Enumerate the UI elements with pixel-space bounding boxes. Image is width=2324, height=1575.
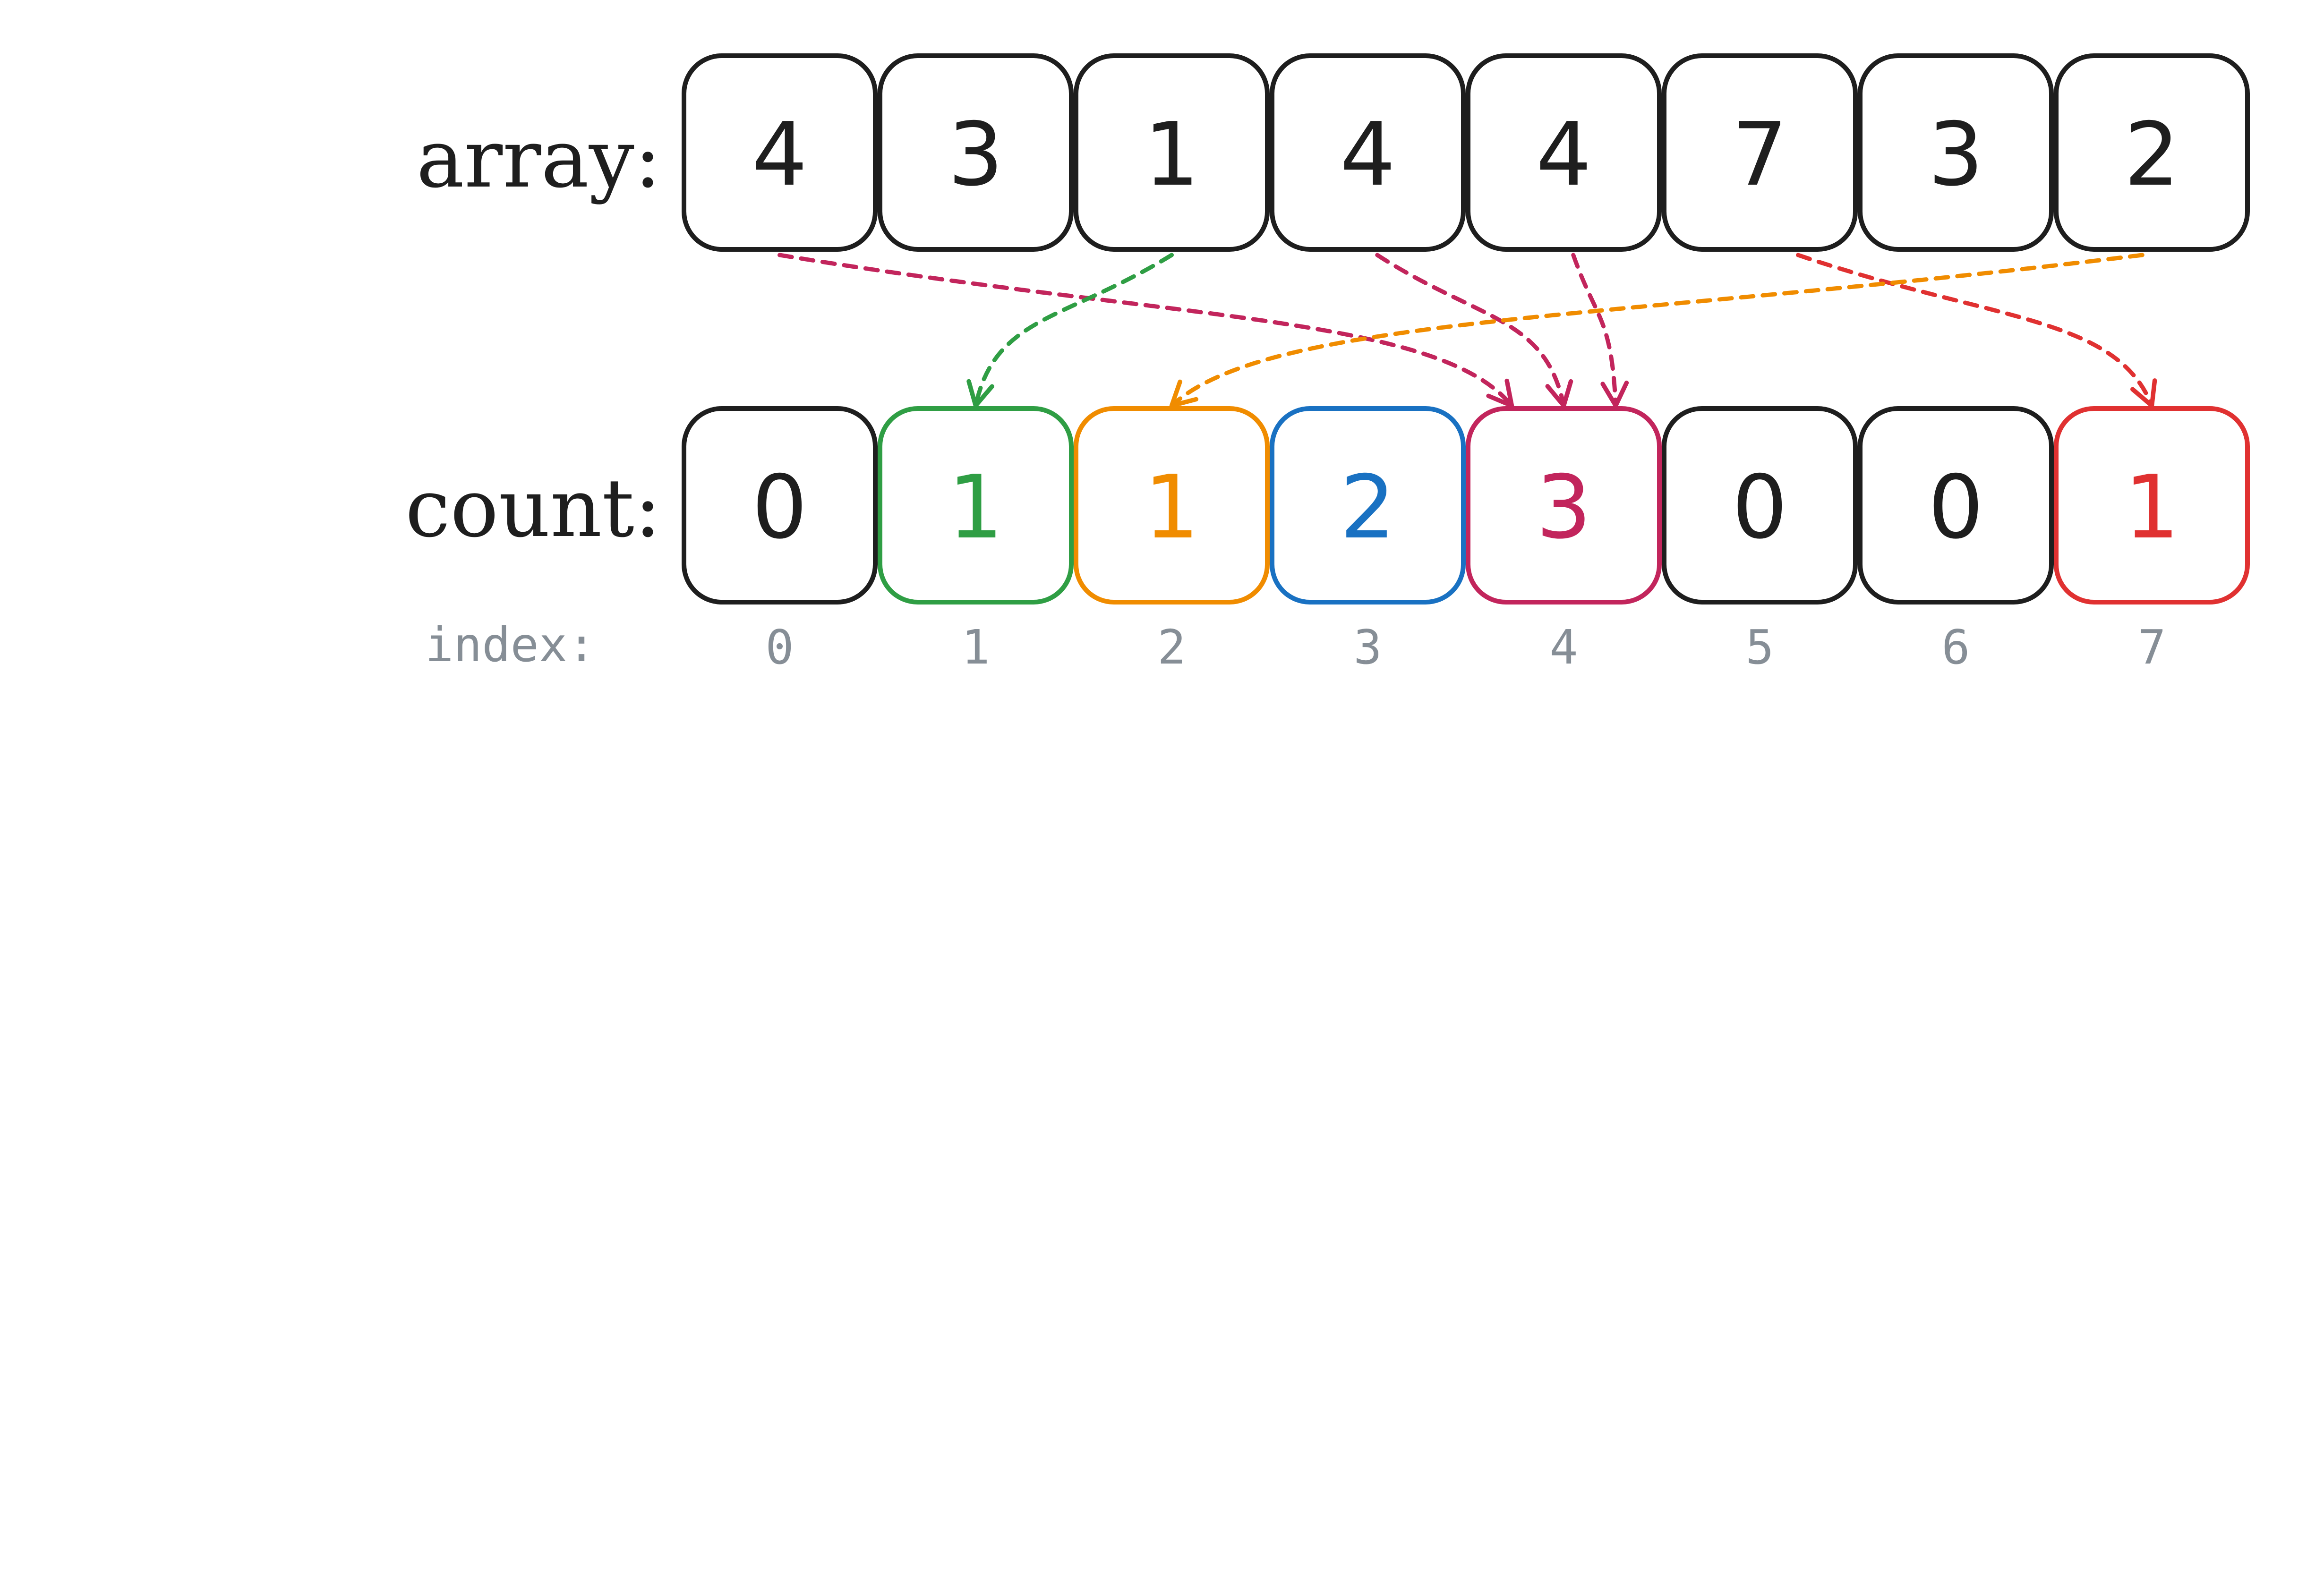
index-value-7: 7 [2137, 620, 2166, 675]
array-cell-0 [682, 53, 878, 252]
array-cell-6 [1858, 53, 2054, 252]
array-value-3: 4 [1340, 103, 1396, 205]
count-cell-0 [682, 406, 878, 604]
array-value-1: 3 [948, 103, 1004, 205]
array-cell-1 [878, 53, 1074, 252]
count-cell-6 [1858, 406, 2054, 604]
arrow-array-5-to-count-7 [1796, 253, 2157, 408]
arrow-array-4-to-count-4 [1571, 253, 1629, 408]
count-value-6: 0 [1928, 456, 1984, 558]
array-cell-7 [2054, 53, 2250, 252]
count-value-7: 1 [2124, 456, 2180, 558]
array-value-5: 7 [1732, 103, 1788, 205]
array-value-0: 4 [752, 103, 808, 205]
index-value-2: 2 [1157, 620, 1186, 675]
count-value-1: 1 [948, 456, 1004, 558]
arrow-array-0-to-count-4 [778, 253, 1514, 408]
count-cell-3 [1270, 406, 1466, 604]
array-cell-4 [1466, 53, 1662, 252]
count-value-4: 3 [1536, 456, 1592, 558]
array-value-2: 1 [1144, 103, 1200, 205]
count-cell-7 [2054, 406, 2250, 604]
index-value-6: 6 [1941, 620, 1970, 675]
array-label: array: [416, 112, 661, 206]
count-cell-1 [878, 406, 1074, 604]
index-value-1: 1 [961, 620, 990, 675]
array-row: 4 3 1 4 4 7 3 2 [682, 53, 2250, 252]
count-cell-2 [1074, 406, 1270, 604]
index-value-4: 4 [1549, 620, 1578, 675]
array-cell-3 [1270, 53, 1466, 252]
count-cell-4 [1466, 406, 1662, 604]
array-value-7: 2 [2124, 103, 2180, 205]
arrows [778, 253, 2157, 408]
index-value-0: 0 [765, 620, 794, 675]
count-label: count: [405, 462, 661, 555]
count-value-0: 0 [752, 456, 808, 558]
array-cell-5 [1662, 53, 1858, 252]
count-value-3: 2 [1340, 456, 1396, 558]
count-value-2: 1 [1144, 456, 1200, 558]
count-row: 0 1 1 2 3 0 0 1 [682, 406, 2250, 604]
index-value-3: 3 [1353, 620, 1382, 675]
arrow-array-2-to-count-1 [966, 253, 1174, 408]
index-row: 0 1 2 3 4 5 6 7 [765, 620, 2166, 675]
arrow-array-7-to-count-2 [1169, 253, 2145, 408]
array-value-6: 3 [1928, 103, 1984, 205]
array-cell-2 [1074, 53, 1270, 252]
array-value-4: 4 [1536, 103, 1592, 205]
index-label: index: [425, 617, 596, 673]
count-cell-5 [1662, 406, 1858, 604]
index-value-5: 5 [1745, 620, 1774, 675]
count-value-5: 0 [1732, 456, 1788, 558]
